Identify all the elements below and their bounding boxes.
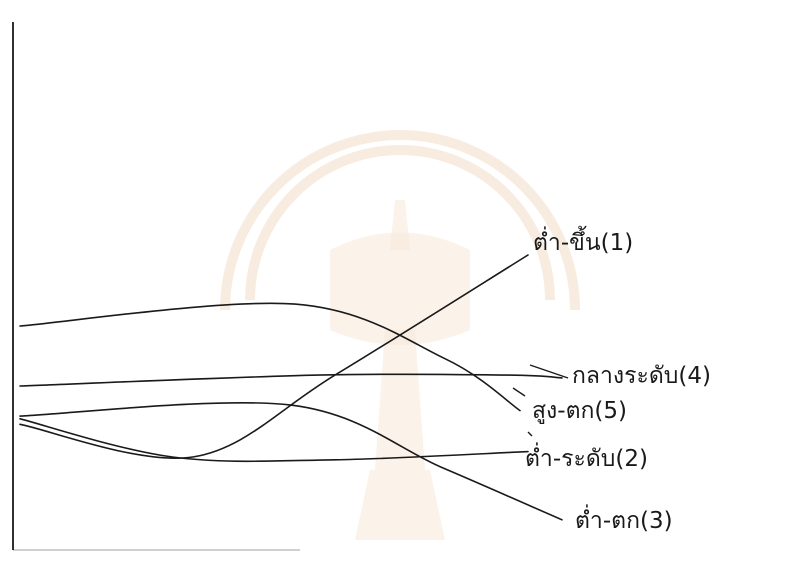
series-line-2: [19, 418, 529, 463]
leader-line-2: [527, 431, 533, 437]
leader-line-4: [529, 364, 569, 379]
series-line-3: [19, 401, 563, 521]
series-label-4: กลางระดับ(4): [572, 363, 711, 389]
watermark-seal: [220, 130, 580, 540]
leader-line-5: [512, 387, 526, 397]
series-line-4: [19, 373, 563, 387]
series-label-3: ต่ำ-ตก(3): [575, 504, 673, 534]
series-label-2: ต่ำ-ระดับ(2): [525, 442, 648, 472]
series-line-5: [19, 302, 521, 412]
series-label-5: สูง-ตก(5): [532, 398, 627, 424]
series-label-1: ต่ำ-ขึ้น(1): [533, 226, 633, 256]
series-line-1: [19, 254, 529, 459]
